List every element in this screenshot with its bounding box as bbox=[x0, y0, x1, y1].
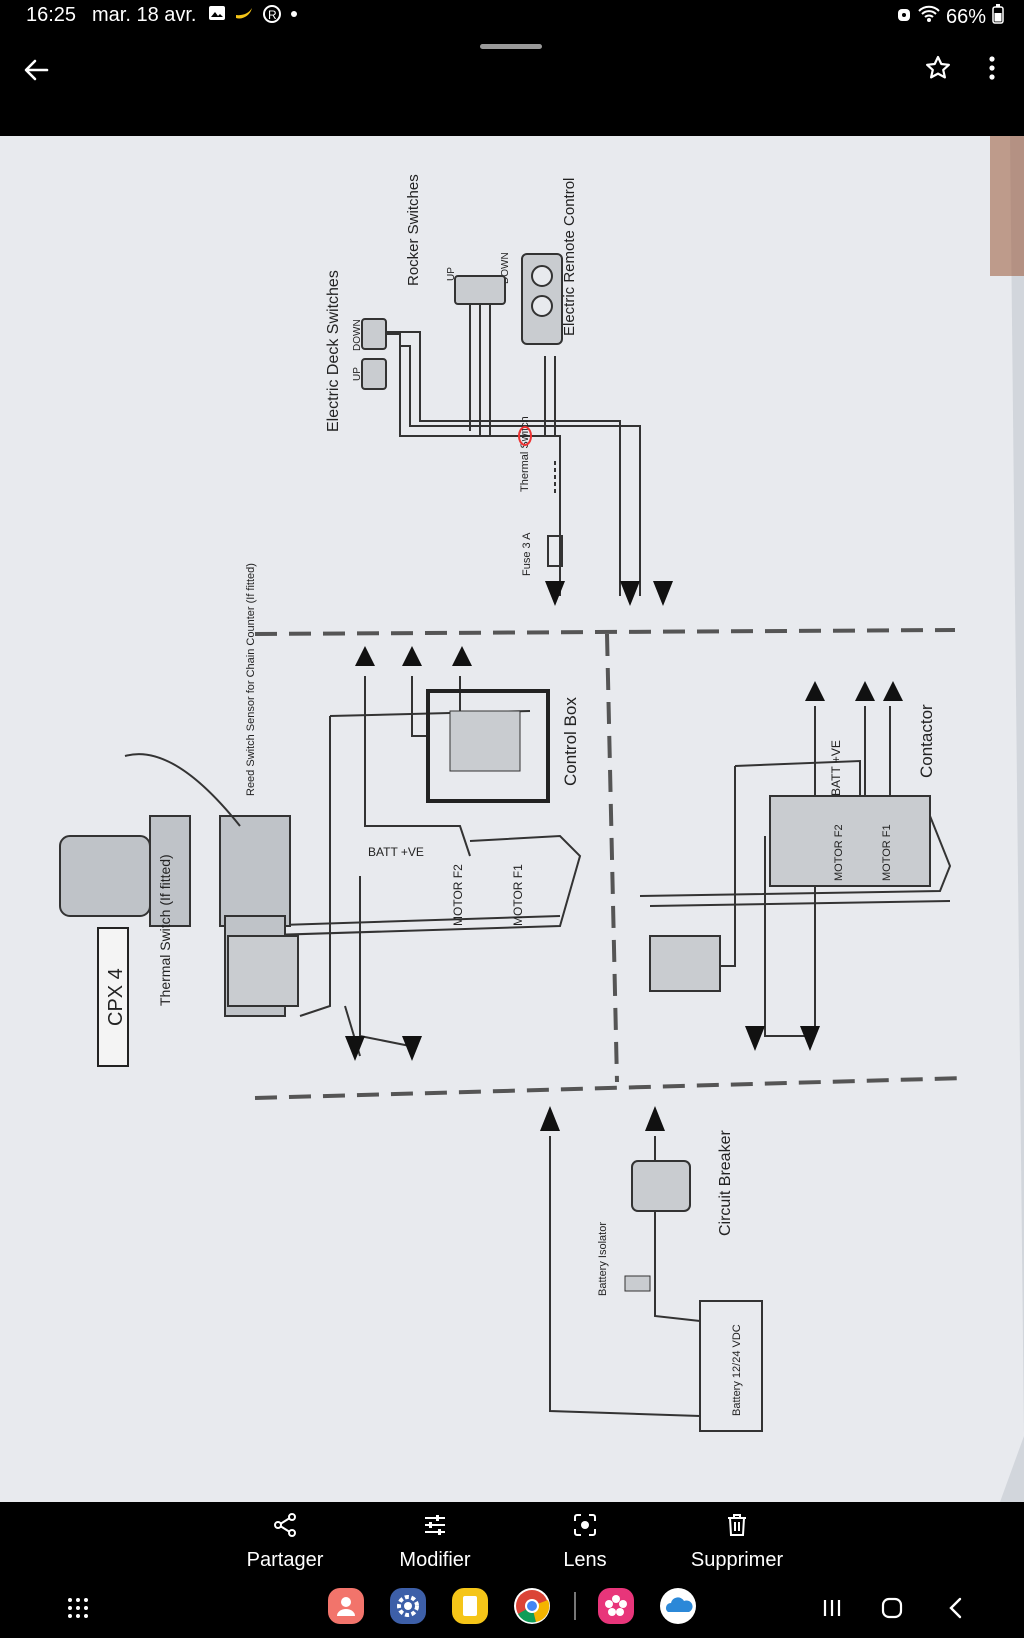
svg-text:BATT +VE: BATT +VE bbox=[829, 740, 843, 796]
svg-text:Electric Deck Switches: Electric Deck Switches bbox=[325, 270, 342, 432]
onedrive-app-icon[interactable] bbox=[660, 1588, 696, 1624]
contactor-drawing: Contactor BATT +VE bbox=[769, 704, 936, 887]
svg-text:Reed Switch Sensor for Chain C: Reed Switch Sensor for Chain Counter (If… bbox=[245, 563, 257, 796]
viewer-top-bar bbox=[0, 32, 1024, 136]
dot-icon bbox=[290, 4, 298, 29]
more-vertical-icon bbox=[989, 56, 995, 80]
back-nav-button[interactable] bbox=[938, 1590, 974, 1626]
share-icon bbox=[274, 1513, 296, 1537]
svg-text:Control Box: Control Box bbox=[561, 697, 580, 786]
svg-text:Thermal Switch (If fitted): Thermal Switch (If fitted) bbox=[157, 854, 173, 1006]
trash-icon bbox=[728, 1514, 746, 1536]
gallery-icon bbox=[208, 4, 226, 29]
svg-text:MOTOR F1: MOTOR F1 bbox=[511, 864, 525, 926]
chevron-left-icon bbox=[949, 1597, 962, 1619]
delete-button[interactable]: Supprimer bbox=[662, 1512, 812, 1572]
edit-label: Modifier bbox=[399, 1549, 471, 1571]
recents-icon bbox=[823, 1600, 841, 1616]
svg-text:Contactor: Contactor bbox=[917, 704, 936, 778]
chrome-app-icon[interactable] bbox=[514, 1588, 550, 1624]
action-bar: Partager Modifier Lens Supprimer bbox=[0, 1502, 1024, 1582]
r-app-icon: R bbox=[262, 4, 282, 29]
windlass-drawing bbox=[59, 753, 291, 1017]
svg-text:Battery Isolator: Battery Isolator bbox=[597, 1222, 609, 1296]
svg-text:Circuit Breaker: Circuit Breaker bbox=[717, 1130, 734, 1236]
wiring-diagram-photo: CPX 4 Control Box Contactor BATT +VE The… bbox=[0, 136, 1024, 1502]
svg-text:Electric Remote Control: Electric Remote Control bbox=[561, 178, 578, 336]
svg-text:DOWN: DOWN bbox=[352, 319, 363, 351]
sheet-handle[interactable] bbox=[480, 44, 542, 49]
svg-text:Thermal Switch: Thermal Switch bbox=[519, 416, 531, 492]
photo-viewer[interactable]: CPX 4 Control Box Contactor BATT +VE The… bbox=[0, 136, 1024, 1502]
cpx4-label: CPX 4 bbox=[97, 927, 129, 1067]
files-app-icon[interactable] bbox=[452, 1588, 488, 1624]
home-button[interactable] bbox=[874, 1590, 910, 1626]
edit-button[interactable]: Modifier bbox=[360, 1512, 510, 1572]
sliders-icon bbox=[425, 1515, 445, 1535]
svg-text:Rocker Switches: Rocker Switches bbox=[405, 174, 422, 286]
grid-icon bbox=[68, 1598, 88, 1618]
alarm-icon bbox=[896, 5, 912, 29]
wifi-icon bbox=[918, 5, 940, 29]
status-time: 16:25 bbox=[26, 4, 77, 26]
navigation-bar bbox=[0, 1582, 1024, 1638]
status-right: 66% bbox=[896, 4, 1004, 30]
favorite-button[interactable] bbox=[916, 46, 960, 90]
svg-text:UP: UP bbox=[446, 267, 457, 281]
contacts-app-icon[interactable] bbox=[328, 1588, 364, 1624]
banana-app-icon bbox=[234, 4, 254, 29]
status-date: mar. 18 avr. bbox=[92, 4, 197, 26]
settings-app-icon[interactable] bbox=[390, 1588, 426, 1624]
share-button[interactable]: Partager bbox=[210, 1512, 360, 1572]
svg-text:CPX 4: CPX 4 bbox=[105, 968, 127, 1026]
back-button[interactable] bbox=[14, 48, 58, 92]
lens-label: Lens bbox=[563, 1549, 607, 1571]
star-outline-icon bbox=[926, 55, 950, 79]
control-box-drawing: Control Box bbox=[426, 689, 580, 803]
deck-switches-drawing bbox=[361, 253, 563, 390]
arrow-left-icon bbox=[24, 59, 49, 81]
dock-divider bbox=[574, 1592, 576, 1620]
share-label: Partager bbox=[246, 1549, 324, 1571]
home-icon bbox=[881, 1597, 903, 1619]
battery-percent: 66% bbox=[945, 5, 986, 28]
more-options-button[interactable] bbox=[972, 46, 1012, 90]
svg-text:MOTOR F1: MOTOR F1 bbox=[881, 824, 893, 881]
battery-icon bbox=[992, 4, 1004, 30]
svg-text:BATT +VE: BATT +VE bbox=[368, 845, 424, 859]
svg-text:R: R bbox=[268, 8, 277, 22]
status-bar: 16:25 mar. 18 avr. R 66% bbox=[0, 0, 1024, 32]
lens-icon bbox=[574, 1514, 596, 1536]
recents-button[interactable] bbox=[814, 1590, 850, 1626]
svg-text:DOWN: DOWN bbox=[500, 252, 511, 284]
lens-button[interactable]: Lens bbox=[510, 1512, 660, 1572]
blossom-app-icon[interactable] bbox=[598, 1588, 634, 1624]
notification-icons: R bbox=[208, 4, 298, 29]
svg-text:Battery 12/24 VDC: Battery 12/24 VDC bbox=[731, 1324, 743, 1416]
svg-text:MOTOR F2: MOTOR F2 bbox=[451, 864, 465, 926]
app-drawer-button[interactable] bbox=[60, 1590, 96, 1626]
svg-text:UP: UP bbox=[352, 367, 363, 381]
delete-label: Supprimer bbox=[690, 1549, 784, 1571]
svg-text:Fuse 3 A: Fuse 3 A bbox=[521, 532, 533, 576]
svg-text:MOTOR F2: MOTOR F2 bbox=[833, 824, 845, 881]
